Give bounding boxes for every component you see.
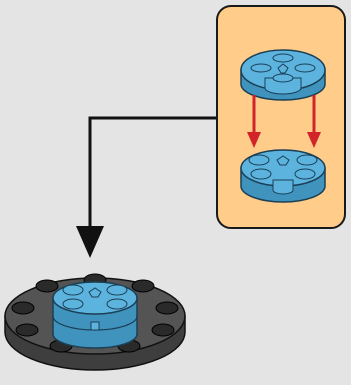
pointer-arrow [76, 116, 216, 258]
motion-arrows [247, 95, 321, 148]
pointer-arrow-head [76, 226, 104, 258]
motion-arrowhead-left [247, 132, 261, 148]
assembled-model [4, 273, 186, 371]
round-plate-bottom [240, 149, 326, 203]
motion-arrowhead-right [307, 132, 321, 148]
callout-box [216, 5, 346, 229]
pointer-arrow-line [88, 116, 216, 240]
round-plate-top [240, 49, 326, 101]
blue-plate-stack [52, 281, 138, 349]
